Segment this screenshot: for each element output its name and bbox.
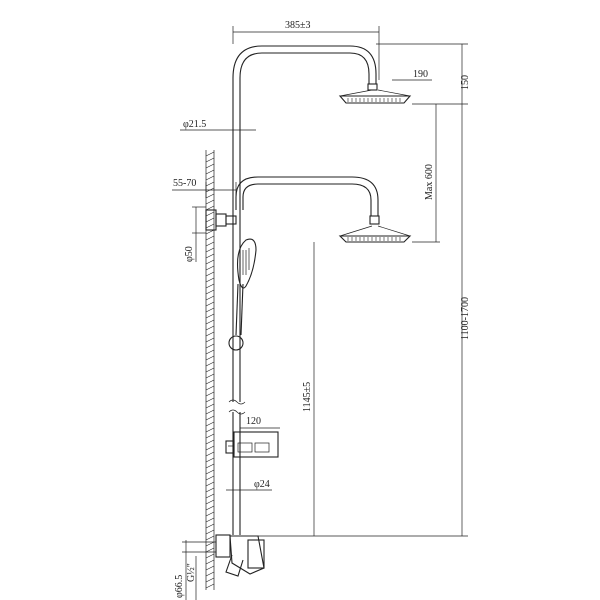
- wall-hatch-line: [205, 289, 215, 295]
- wall-hatch-line: [205, 307, 215, 313]
- wall-hatch-line: [205, 481, 215, 487]
- wall-hatch-line: [205, 235, 215, 241]
- wall-hatch-line: [205, 397, 215, 403]
- dim-head-height: 150: [460, 75, 471, 90]
- wall-hatch-line: [205, 373, 215, 379]
- wall-hatch-line: [205, 175, 215, 181]
- wall-hatch-line: [205, 391, 215, 397]
- wall-hatch-line: [205, 181, 215, 187]
- wall-hatch-line: [205, 493, 215, 499]
- wall-hatch-line: [205, 547, 215, 553]
- soap-shelf: [225, 431, 279, 458]
- wall-hatch-line: [205, 379, 215, 385]
- wall-hatch-line: [205, 445, 215, 451]
- wall-hatch-line: [205, 151, 215, 157]
- wall-hatch-line: [205, 157, 215, 163]
- dim-max-adjust: Max 600: [424, 164, 435, 200]
- wall-hatch-line: [205, 367, 215, 373]
- wall-hatch-line: [205, 193, 215, 199]
- wall-hatch-line: [205, 355, 215, 361]
- wall-hatch-line: [205, 241, 215, 247]
- wall-hatch-line: [205, 247, 215, 253]
- wall-hatch-line: [205, 541, 215, 547]
- wall-bracket: [192, 206, 237, 234]
- wall-hatch-line: [205, 253, 215, 259]
- dim-total-height: 1100-1700: [460, 297, 471, 340]
- wall-hatch-line: [205, 223, 215, 229]
- wall-hatch-line: [205, 457, 215, 463]
- lower-shower-head: [338, 215, 412, 243]
- wall-hatch-line: [205, 577, 215, 583]
- wall-hatch-line: [205, 271, 215, 277]
- wall-hatch-line: [205, 319, 215, 325]
- wall-hatch-line: [205, 169, 215, 175]
- wall-hatch-line: [205, 487, 215, 493]
- top-shower-arm: [232, 45, 377, 84]
- wall-hatch-line: [205, 523, 215, 529]
- lower-head-nozzles: [347, 237, 401, 241]
- dim-thread: G½": [186, 563, 197, 582]
- wall-hatch-line: [205, 475, 215, 481]
- wall-hatch-line: [205, 469, 215, 475]
- lower-shower-arm: [235, 176, 379, 216]
- dimension-lines: [172, 26, 468, 600]
- dim-shelf-width: 120: [246, 416, 261, 427]
- wall-hatch-line: [205, 451, 215, 457]
- wall-hatch-line: [205, 211, 215, 217]
- slider-knob: [228, 335, 244, 351]
- wall-hatch-line: [205, 565, 215, 571]
- dim-wall-offset: 55-70: [173, 178, 196, 189]
- wall: [205, 150, 215, 590]
- wall-hatch-line: [205, 559, 215, 565]
- wall-hatch-line: [205, 463, 215, 469]
- wall-hatch-line: [205, 571, 215, 577]
- wall-hatch-line: [205, 433, 215, 439]
- wall-hatch-line: [205, 217, 215, 223]
- wall-hatch-line: [205, 259, 215, 265]
- wall-hatch-line: [205, 439, 215, 445]
- wall-hatch-line: [205, 421, 215, 427]
- wall-hatch-line: [205, 427, 215, 433]
- dim-bracket-diameter: φ50: [184, 246, 195, 262]
- dim-riser-height: 1145±5: [302, 382, 313, 412]
- wall-hatch-line: [205, 385, 215, 391]
- wall-hatch-line: [205, 529, 215, 535]
- wall-hatch-line: [205, 301, 215, 307]
- hand-shower: [235, 238, 257, 336]
- wall-hatch-line: [205, 331, 215, 337]
- wall-hatch-line: [205, 199, 215, 205]
- dim-head-diameter: 190: [413, 69, 428, 80]
- wall-hatch-line: [205, 517, 215, 523]
- wall-hatch-line: [205, 415, 215, 421]
- wall-hatch-line: [205, 511, 215, 517]
- wall-hatch-line: [205, 583, 215, 589]
- wall-hatch-line: [205, 349, 215, 355]
- top-shower-head: [338, 83, 412, 104]
- wall-hatch-line: [205, 163, 215, 169]
- wall-hatch-line: [205, 295, 215, 301]
- wall-hatch-line: [205, 283, 215, 289]
- dim-mixer-diameter: φ66.5: [174, 575, 185, 598]
- dim-top-arm-width: 385±3: [285, 20, 311, 31]
- wall-hatch-line: [205, 337, 215, 343]
- dim-lower-pipe-diameter: φ24: [254, 479, 270, 490]
- wall-hatching: [205, 151, 215, 589]
- wall-hatch-line: [205, 343, 215, 349]
- wall-hatch-line: [205, 535, 215, 541]
- wall-hatch-line: [205, 361, 215, 367]
- wall-hatch-line: [205, 409, 215, 415]
- wall-hatch-line: [205, 265, 215, 271]
- dim-pipe-diameter: φ21.5: [183, 119, 206, 130]
- wall-hatch-line: [205, 403, 215, 409]
- wall-hatch-line: [205, 277, 215, 283]
- top-head-nozzles: [347, 98, 401, 102]
- wall-hatch-line: [205, 313, 215, 319]
- wall-hatch-line: [205, 205, 215, 211]
- wall-hatch-line: [205, 229, 215, 235]
- wall-hatch-line: [205, 499, 215, 505]
- wall-hatch-line: [205, 553, 215, 559]
- wall-hatch-line: [205, 505, 215, 511]
- wall-hatch-line: [205, 325, 215, 331]
